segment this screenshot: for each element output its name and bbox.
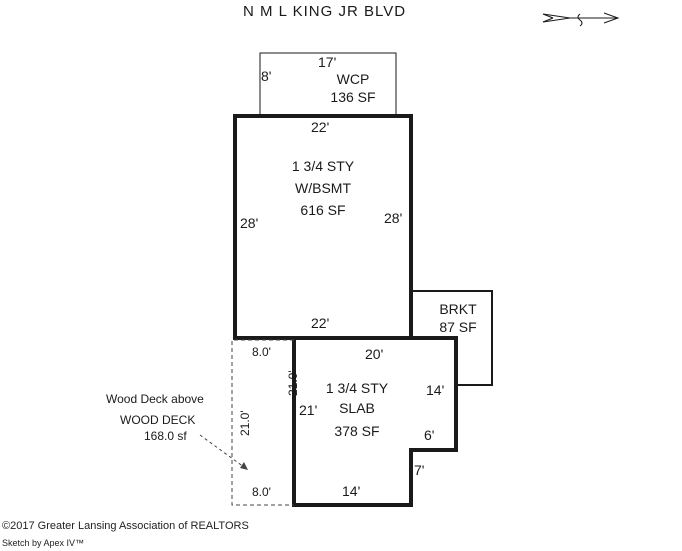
main-bottom-dim: 22' bbox=[311, 315, 330, 331]
annotation-line1: Wood Deck above bbox=[106, 392, 204, 406]
slab-right-upper-dim: 14' bbox=[426, 382, 445, 398]
slab-left-outer-dim: 21.0' bbox=[286, 370, 300, 396]
slab-left-inner-dim: 21' bbox=[299, 402, 318, 418]
street-name: N M L KING JR BLVD bbox=[243, 3, 407, 20]
wcp-name: WCP bbox=[336, 71, 370, 87]
deck-top-dim: 8.0' bbox=[252, 345, 271, 359]
wcp-width-label: 17' bbox=[318, 54, 337, 70]
brkt-outline bbox=[412, 290, 493, 386]
brkt-area: 87 SF bbox=[439, 319, 477, 335]
slab-bottom-dim: 14' bbox=[342, 483, 361, 499]
deck-left-dim: 21.0' bbox=[238, 410, 252, 436]
wcp-area: 136 SF bbox=[330, 89, 376, 105]
wcp-depth-label: 8' bbox=[261, 68, 272, 84]
main-house-outline bbox=[233, 114, 413, 340]
brkt-name: BRKT bbox=[439, 301, 477, 317]
deck-outline bbox=[231, 339, 294, 506]
main-left-dim: 28' bbox=[240, 215, 259, 231]
deck-bottom-dim: 8.0' bbox=[252, 485, 271, 499]
sketch-credit: Sketch by Apex IV™ bbox=[2, 538, 85, 548]
annotation-line2: WOOD DECK bbox=[120, 413, 196, 427]
main-label-line1: 1 3/4 STY bbox=[291, 158, 355, 174]
slab-top-dim: 20' bbox=[365, 346, 384, 362]
main-right-dim: 28' bbox=[384, 210, 403, 226]
annotation-arrowhead bbox=[240, 462, 248, 470]
slab-outline bbox=[292, 336, 458, 507]
north-arrow-icon bbox=[542, 12, 620, 27]
annotation-pointer bbox=[199, 434, 249, 471]
slab-notch-dim: 6' bbox=[424, 427, 435, 443]
slab-label-line1: 1 3/4 STY bbox=[325, 380, 389, 396]
slab-notch-side-dim: 7' bbox=[414, 462, 425, 478]
main-top-dim: 22' bbox=[311, 119, 330, 135]
slab-label-line2: SLAB bbox=[339, 400, 375, 416]
main-area: 616 SF bbox=[300, 202, 346, 218]
slab-area: 378 SF bbox=[334, 423, 380, 439]
copyright-text: ©2017 Greater Lansing Association of REA… bbox=[2, 520, 249, 532]
annotation-line3: 168.0 sf bbox=[144, 429, 187, 443]
main-label-line2: W/BSMT bbox=[295, 180, 351, 196]
